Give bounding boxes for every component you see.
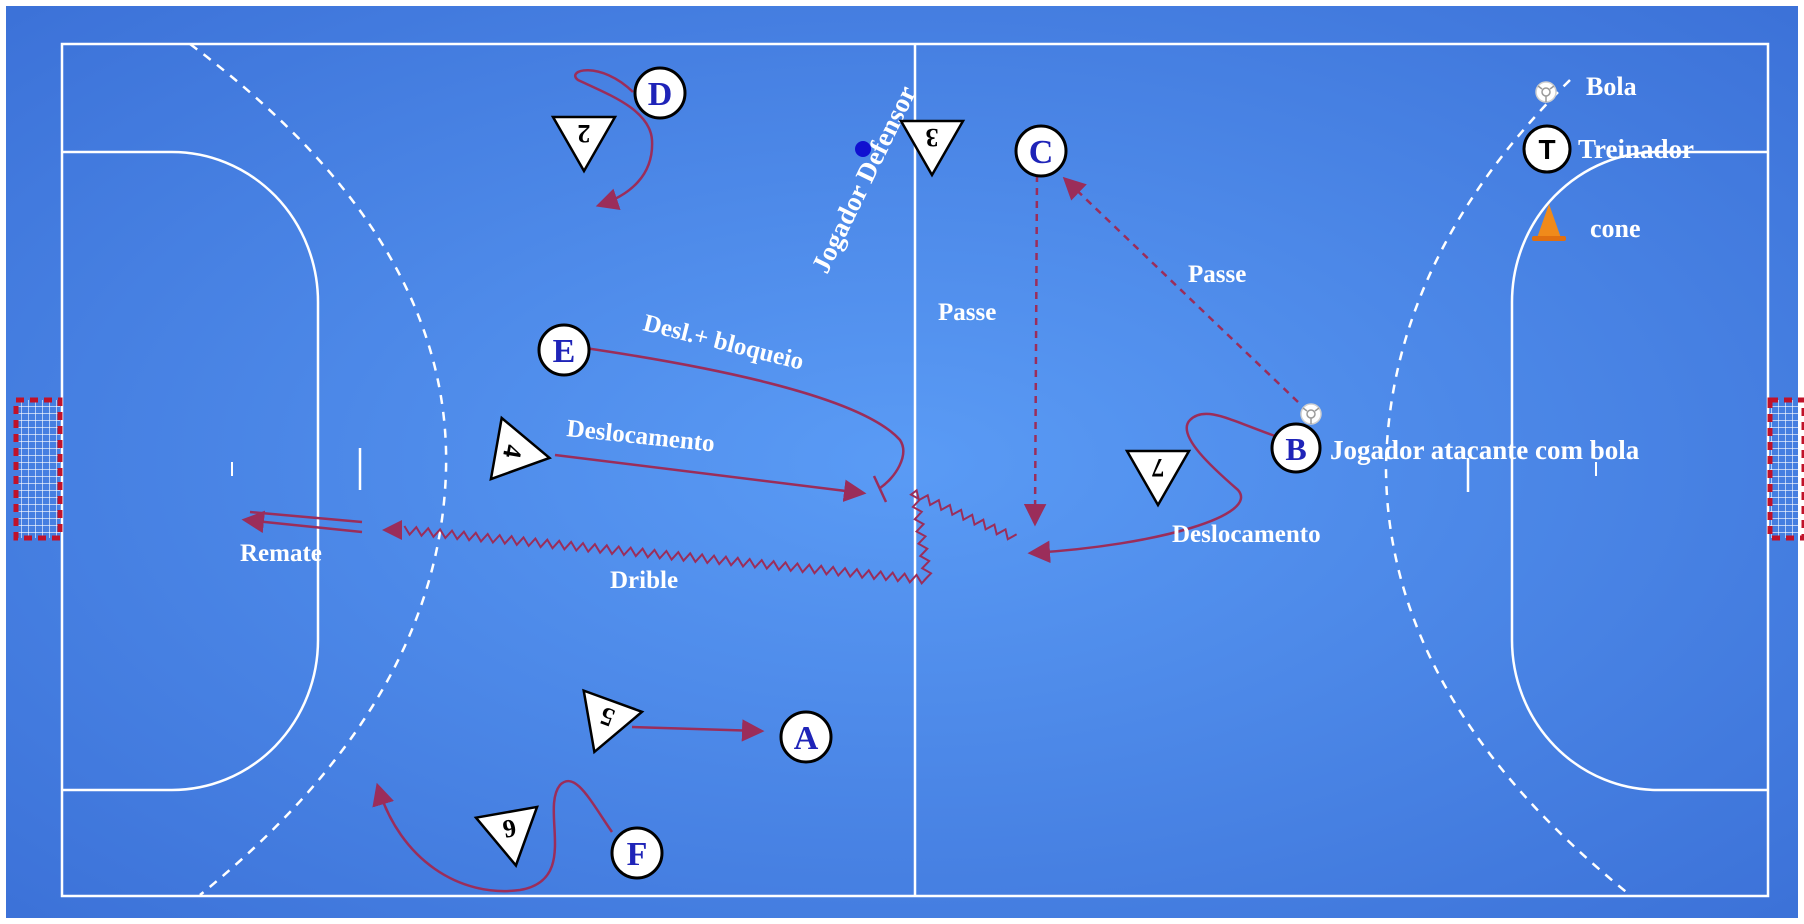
remate-arrow [241,510,363,534]
attacker-f: F [610,826,664,880]
attacker-a: A [779,710,833,764]
attacker-b-label: B [1285,431,1306,467]
defender-3-label: 3 [926,123,939,152]
defender-3: 3 [898,119,966,178]
legend-ball-label: Bola [1586,72,1637,101]
right-goal-area [1510,150,1768,792]
legend-coach-label: Treinador [1578,134,1694,164]
legend-cone-icon [1532,204,1566,241]
defender-7-label: 7 [1152,453,1165,482]
label-passe-vertical: Passe [938,299,996,326]
pass-c [1023,174,1047,527]
label-passe-diagonal: Passe [1188,261,1246,288]
defender-4-label: 4 [497,442,528,460]
label-jogador-atacante: Jogador atacante com bola [1330,435,1640,465]
legend-coach-symbol: T [1538,134,1555,165]
legend-cone-label: cone [1590,214,1641,243]
attacker-d: D [633,66,687,120]
label-deslocamento-right: Deslocamento [1172,521,1321,548]
left-goal [13,397,63,541]
ball-icon [1300,403,1322,425]
pass-b-to-c [1062,176,1299,403]
defender-7: 7 [1124,449,1192,508]
label-drible: Drible [610,567,678,594]
defender-2: 2 [550,115,618,174]
legend-coach-icon: T [1522,124,1572,174]
attacker-e: E [537,323,591,377]
defender-4: 4 [489,415,552,481]
defender-marker-dot [855,141,871,157]
attacker-d-label: D [648,76,673,113]
movement-4 [554,453,867,502]
dribble-arrowhead [382,520,402,540]
attacker-a-label: A [794,720,819,757]
block-tick [872,475,888,503]
movement-d [574,69,654,210]
dribble-path [403,488,1018,586]
attacker-c: C [1014,124,1068,178]
attacker-c-label: C [1029,134,1054,171]
legend-ball-icon [1535,81,1557,103]
right-goal [1767,397,1804,541]
defender-6-label: 6 [500,813,518,844]
defender-6: 6 [473,805,539,868]
attacker-b: B [1270,422,1322,474]
left-dashed-arc [189,42,448,896]
attacker-e-label: E [553,333,576,370]
left-goal-area [62,150,320,792]
movement-e-block [584,346,905,490]
movement-f [372,779,614,893]
movement-5 [631,719,765,742]
right-dashed-arc [1384,79,1631,896]
movement-b [1027,412,1276,564]
attacker-f-label: F [627,836,648,873]
legend: Bola T Treinador cone [1522,72,1694,243]
defender-5: 5 [582,688,645,755]
label-remate: Remate [240,540,322,567]
defender-2-label: 2 [578,119,591,148]
